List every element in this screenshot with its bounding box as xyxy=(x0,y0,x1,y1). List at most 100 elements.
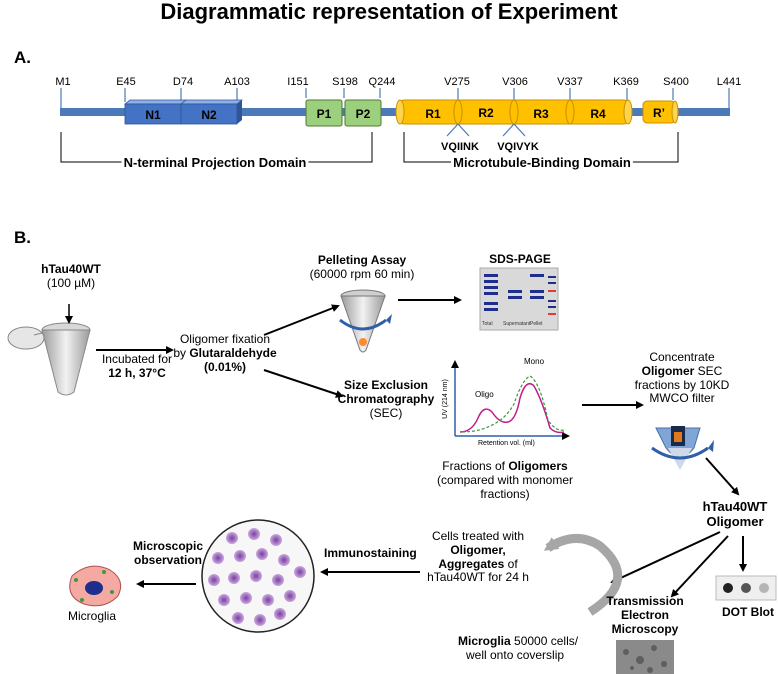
position-label: S400 xyxy=(663,76,689,88)
position-label: A103 xyxy=(224,76,250,88)
position-label: M1 xyxy=(55,76,70,88)
dot-blot-label: DOT Blot xyxy=(722,605,774,619)
seeding-line2: well onto coverslip xyxy=(466,647,565,662)
arrow xyxy=(670,535,729,598)
n2-domain xyxy=(179,99,244,125)
culture-dish xyxy=(201,519,315,633)
concentrate-line3: fractions by 10KD xyxy=(634,377,730,392)
sds-page-title: SDS-PAGE xyxy=(489,252,551,266)
position-ticks xyxy=(60,88,730,108)
seeding-label: Microglia 50000 cells/ well onto coversl… xyxy=(458,634,579,663)
microglia-label: Microglia xyxy=(68,609,117,623)
position-label: K369 xyxy=(613,76,639,88)
incubation-line1: Incubated for xyxy=(101,352,173,366)
pelleting-title: Pelleting Assay xyxy=(317,253,407,267)
tem-label: Transmission Electron Microscopy xyxy=(600,594,690,636)
concentrate-label: Concentrate Oligomer SEC fractions by 10… xyxy=(622,350,742,406)
domain-label: N1 xyxy=(145,108,161,122)
microscopic-line1: Microscopic xyxy=(132,539,204,553)
sds-page-gel xyxy=(479,267,559,331)
panel-b-label: B. xyxy=(14,228,31,247)
p1-domain xyxy=(305,99,343,127)
microglia-cell-icon xyxy=(69,565,122,607)
eppendorf-tube-icon xyxy=(7,322,91,396)
chromatogram-x-label: Retention vol. (ml) xyxy=(478,440,535,447)
product-line1: hTau40WT xyxy=(702,499,768,514)
protein-name: hTau40WT xyxy=(41,262,101,276)
page-title: Diagrammatic representation of Experimen… xyxy=(160,0,618,24)
tem-line2: Electron xyxy=(620,607,669,622)
fixation-reagent: Glutaraldehyde xyxy=(189,345,277,360)
tem-image xyxy=(616,640,674,674)
fractions-oligomers: Oligomers xyxy=(508,459,568,473)
treatment-aggregates: Aggregates xyxy=(438,556,505,571)
pelleting-sub: (60000 rpm 60 min) xyxy=(309,266,415,281)
n-terminal-domain-label: N-terminal Projection Domain xyxy=(124,155,307,170)
position-label: D74 xyxy=(173,76,193,88)
sds-lane-label: Total xyxy=(482,321,493,327)
fixation-line2: by Glutaraldehyde xyxy=(170,345,280,361)
domain-label: R2 xyxy=(478,106,494,120)
treatment-line4: hTau40WT for 24 h xyxy=(427,570,529,585)
seeding-suffix: 50000 cells/ xyxy=(510,634,579,648)
arrow xyxy=(263,304,340,336)
motif-label: VQIVYK xyxy=(497,141,539,153)
microscopic-line2: observation xyxy=(133,552,202,567)
sds-lane-label: Pellet xyxy=(530,321,543,327)
position-label: V275 xyxy=(444,76,470,88)
immunostaining-label: Immunostaining xyxy=(324,546,417,560)
domain-label: N2 xyxy=(201,108,217,122)
incubation-label: Incubated for 12 h, 37°C xyxy=(82,352,192,381)
sec-line1: Size Exclusion xyxy=(343,378,429,392)
pelleting-label: Pelleting Assay (60000 rpm 60 min) xyxy=(292,253,432,282)
concentrate-line1: Concentrate xyxy=(649,350,715,364)
sec-line2: Chromatography xyxy=(337,391,435,406)
arrow xyxy=(705,457,740,496)
p2-domain xyxy=(344,99,382,127)
sec-label: Size Exclusion Chromatography (SEC) xyxy=(330,378,442,420)
treatment-line3: Aggregates of xyxy=(408,556,548,572)
position-label: Q244 xyxy=(369,76,396,88)
microscopic-label: Microscopic observation xyxy=(128,539,208,568)
curved-arrow xyxy=(543,534,623,616)
position-label: V306 xyxy=(502,76,528,88)
domain-label: R4 xyxy=(590,107,606,121)
position-label: S198 xyxy=(332,76,358,88)
concentrator-filter-icon xyxy=(651,426,714,470)
mtbd-bracket xyxy=(403,132,679,163)
seeding-microglia: Microglia xyxy=(458,634,511,648)
arrow xyxy=(610,531,721,584)
domain-label: P2 xyxy=(356,107,371,121)
r-domains xyxy=(395,99,679,125)
position-label: I151 xyxy=(287,76,308,88)
motif-brackets xyxy=(446,123,526,137)
domain-label: R’ xyxy=(653,106,665,120)
cells-in-dish xyxy=(208,528,306,626)
peak-mono-label: Mono xyxy=(524,357,545,366)
seeding-line1: Microglia 50000 cells/ xyxy=(458,634,579,649)
arrow xyxy=(263,369,344,398)
concentrate-oligomer: Oligomer xyxy=(641,363,695,378)
centrifuge-tube-icon xyxy=(339,289,392,353)
fractions-prefix: Fractions of xyxy=(442,459,509,473)
protein-concentration: (100 µM) xyxy=(46,275,96,290)
tem-line1: Transmission xyxy=(606,594,684,608)
chromatogram-y-label: UV (214 nm) xyxy=(441,379,449,419)
position-label: V337 xyxy=(557,76,583,88)
tem-line3: Microscopy xyxy=(611,621,679,636)
incubation-line2: 12 h, 37°C xyxy=(108,365,166,380)
fractions-line3: fractions) xyxy=(480,486,530,501)
fixation-label: Oligomer fixation by Glutaraldehyde (0.0… xyxy=(170,332,280,374)
peak-oligo-label: Oligo xyxy=(475,390,494,399)
panel-a-label: A. xyxy=(14,48,31,67)
fixation-prefix: by xyxy=(173,345,190,360)
fractions-line1: Fractions of Oligomers xyxy=(430,459,580,474)
fixation-line1: Oligomer fixation xyxy=(179,332,271,346)
tau-backbone xyxy=(60,108,730,116)
fractions-line2: (compared with monomer xyxy=(436,472,574,487)
position-label: L441 xyxy=(717,76,741,88)
tau-domain-map: M1 E45 D74 A103 I151 S198 Q244 V275 V306… xyxy=(55,76,741,173)
domain-label: P1 xyxy=(317,107,332,121)
fractions-label: Fractions of Oligomers (compared with mo… xyxy=(430,459,580,501)
